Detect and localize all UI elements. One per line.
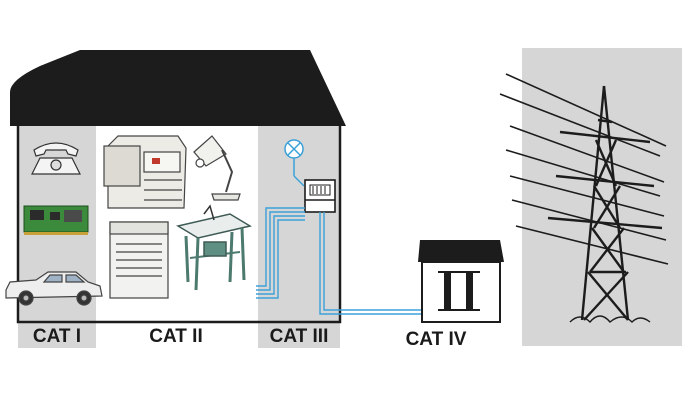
cat4-label: CAT IV (406, 329, 467, 350)
light-fixture-icon (284, 139, 304, 176)
table-saw-icon (176, 204, 252, 291)
distribution-panel-icon (304, 179, 336, 213)
meter-box-icon (418, 240, 504, 323)
telephone-icon (31, 142, 81, 175)
dishwasher-icon (109, 221, 169, 299)
power-pylon-icon (499, 73, 669, 324)
house (10, 50, 346, 324)
photocopier-icon (103, 135, 187, 209)
house-roof (10, 50, 346, 126)
desk-lamp-icon (193, 135, 241, 201)
cat3-panel (258, 126, 340, 348)
circuit-board-icon (23, 205, 89, 235)
wiring (256, 175, 422, 315)
car-icon (5, 271, 103, 306)
cat2-label: CAT II (149, 326, 202, 347)
cat1-label: CAT I (33, 326, 81, 347)
cat3-label: CAT III (270, 326, 329, 347)
